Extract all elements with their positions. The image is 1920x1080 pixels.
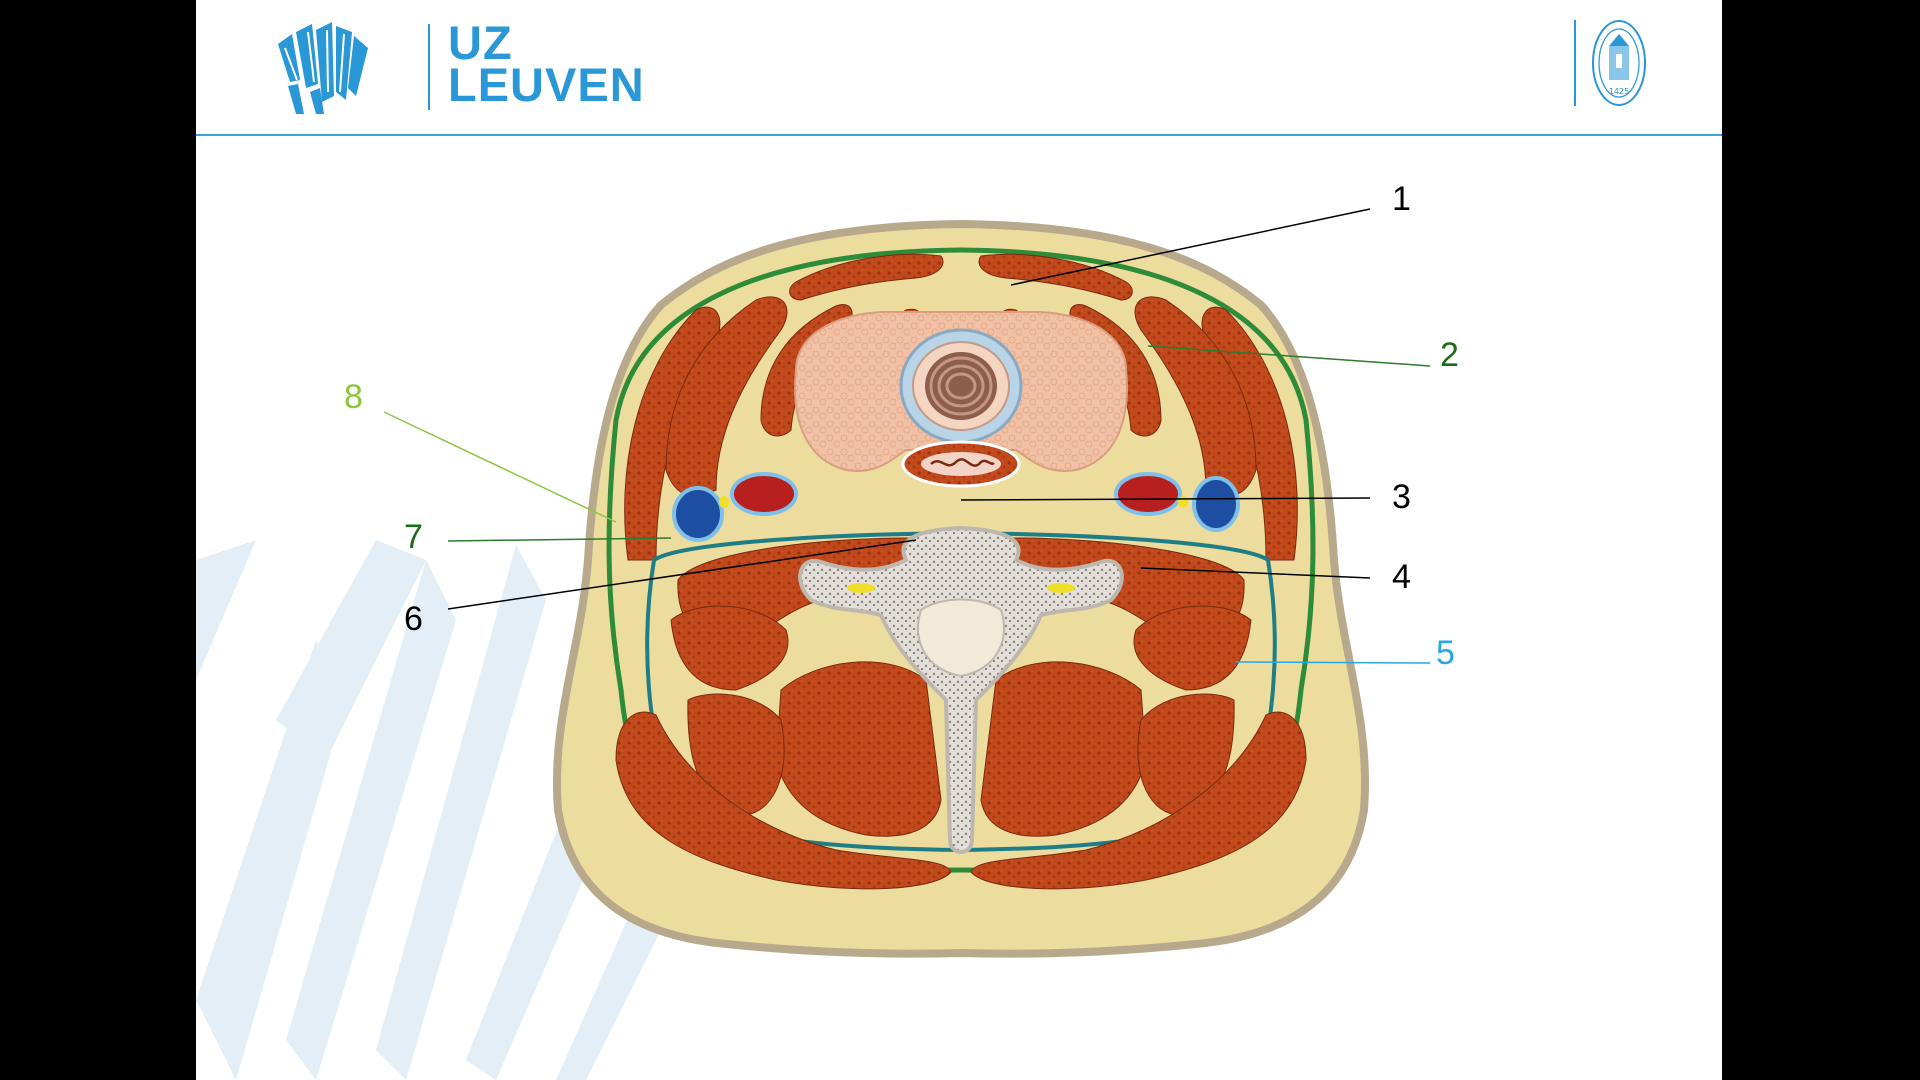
logo-line-2: LEUVEN xyxy=(448,58,645,111)
leader-line-3 xyxy=(960,497,1371,501)
logo-line-1: UZ xyxy=(448,16,513,69)
spinal-nerve-left xyxy=(847,583,875,593)
carotid-artery-left xyxy=(730,472,798,516)
seal-divider xyxy=(1574,20,1576,106)
carotid-artery-right xyxy=(1114,472,1182,516)
leader-line-8 xyxy=(383,411,617,523)
deep-back-muscle-left-lateral xyxy=(670,605,789,691)
watermark-stripes xyxy=(196,540,696,1080)
leader-line-4 xyxy=(1140,567,1371,579)
spinal-nerve-right xyxy=(1047,583,1075,593)
jugular-vein-right xyxy=(1192,476,1240,532)
trachea-lumen-ring-2 xyxy=(929,356,993,416)
ku-leuven-seal-icon: 1425 xyxy=(1592,20,1646,106)
neck-cross-section-diagram xyxy=(383,208,1431,958)
spinal-canal xyxy=(916,598,1006,678)
deep-back-muscle-right-large xyxy=(980,661,1147,837)
leader-line-5 xyxy=(1235,661,1431,664)
logo-wordmark: UZ LEUVEN xyxy=(448,16,645,111)
leader-line-1 xyxy=(1010,208,1371,286)
seal-year: 1425 xyxy=(1609,87,1629,96)
esophagus-lumen xyxy=(921,452,1001,476)
slide: UZ LEUVEN 1425 xyxy=(196,0,1722,1080)
label-3: 3 xyxy=(1392,478,1411,516)
header-rule xyxy=(196,134,1722,136)
trachea-lumen-ring-4 xyxy=(945,372,977,400)
deep-back-muscle-left-large xyxy=(775,661,942,837)
label-1: 1 xyxy=(1392,180,1411,218)
trachea-lumen-ring-3 xyxy=(937,364,985,408)
label-4: 4 xyxy=(1392,558,1411,596)
leader-line-2 xyxy=(1147,345,1431,367)
trapezius-right xyxy=(970,711,1307,890)
vagus-nerve-right xyxy=(1178,496,1188,508)
trachea-lumen-ring-1 xyxy=(925,352,997,420)
jugular-vein-left xyxy=(672,486,724,542)
cervical-vertebra xyxy=(798,525,1124,854)
vagus-nerve-left xyxy=(719,496,729,508)
logo-divider xyxy=(428,24,430,110)
trapezius-left xyxy=(615,711,952,890)
leader-line-7 xyxy=(447,537,672,542)
label-2: 2 xyxy=(1440,336,1459,374)
strap-muscle-left-top xyxy=(789,253,944,301)
uz-leuven-logo: UZ LEUVEN xyxy=(270,19,644,118)
strap-muscle-right-top xyxy=(978,253,1133,301)
label-8: 8 xyxy=(344,378,363,416)
logo-mark-icon xyxy=(278,22,368,114)
label-7: 7 xyxy=(404,518,423,556)
label-6: 6 xyxy=(404,600,423,638)
esophagus-folds xyxy=(930,458,995,467)
label-5: 5 xyxy=(1436,634,1455,672)
leader-line-6 xyxy=(447,539,917,610)
deep-back-muscle-right-lateral xyxy=(1133,605,1252,691)
